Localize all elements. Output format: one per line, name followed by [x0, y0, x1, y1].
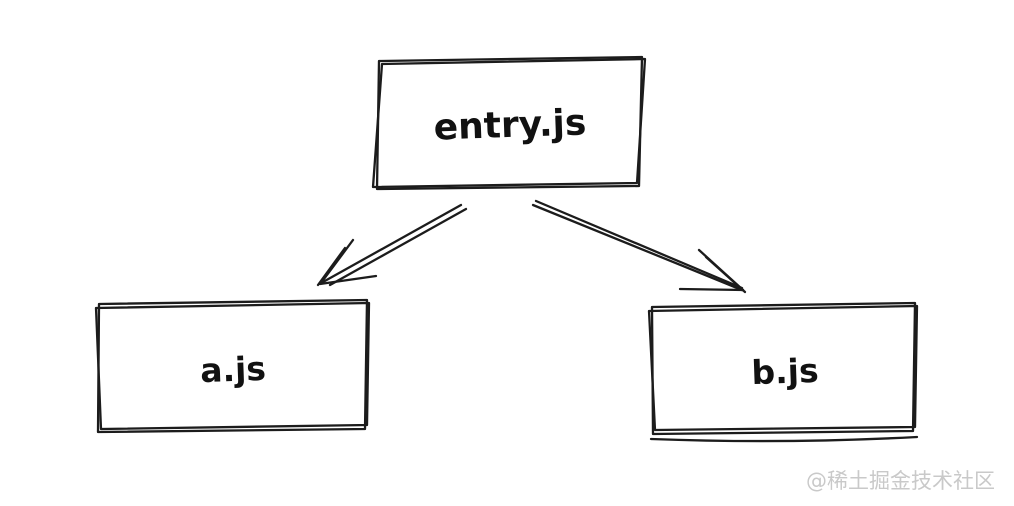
arrow-a-head-upper	[319, 238, 355, 285]
a-box-outline-sketch	[94, 301, 371, 431]
arrow-b-shaft-sketch	[534, 199, 744, 290]
entry-node-label: entry.js	[433, 102, 587, 148]
arrow-a-shaft	[321, 203, 463, 284]
arrow-a-head-lower	[318, 274, 378, 286]
arrow-a-shaft-sketch	[328, 207, 468, 287]
arrow-a-head-upper-sketch	[316, 246, 347, 287]
a-node-label: a.js	[200, 349, 267, 390]
arrow-b-shaft	[531, 203, 744, 292]
node-a: a.js	[94, 298, 371, 434]
node-b: b.js	[647, 301, 919, 443]
b-node-label: b.js	[751, 351, 819, 392]
b-box-outline-sketch	[647, 304, 919, 432]
arrow-entry-to-b	[531, 199, 747, 294]
b-box-bottom-overshoot	[649, 435, 919, 443]
arrow-b-head-lower	[678, 287, 745, 292]
arrow-entry-to-a	[316, 203, 468, 287]
arrow-b-head-upper-sketch	[704, 255, 747, 294]
entry-box-outline	[375, 55, 644, 191]
entry-box-outline-sketch	[371, 57, 647, 189]
watermark: @稀土掘金技术社区	[806, 469, 995, 493]
node-entry: entry.js	[371, 55, 647, 191]
